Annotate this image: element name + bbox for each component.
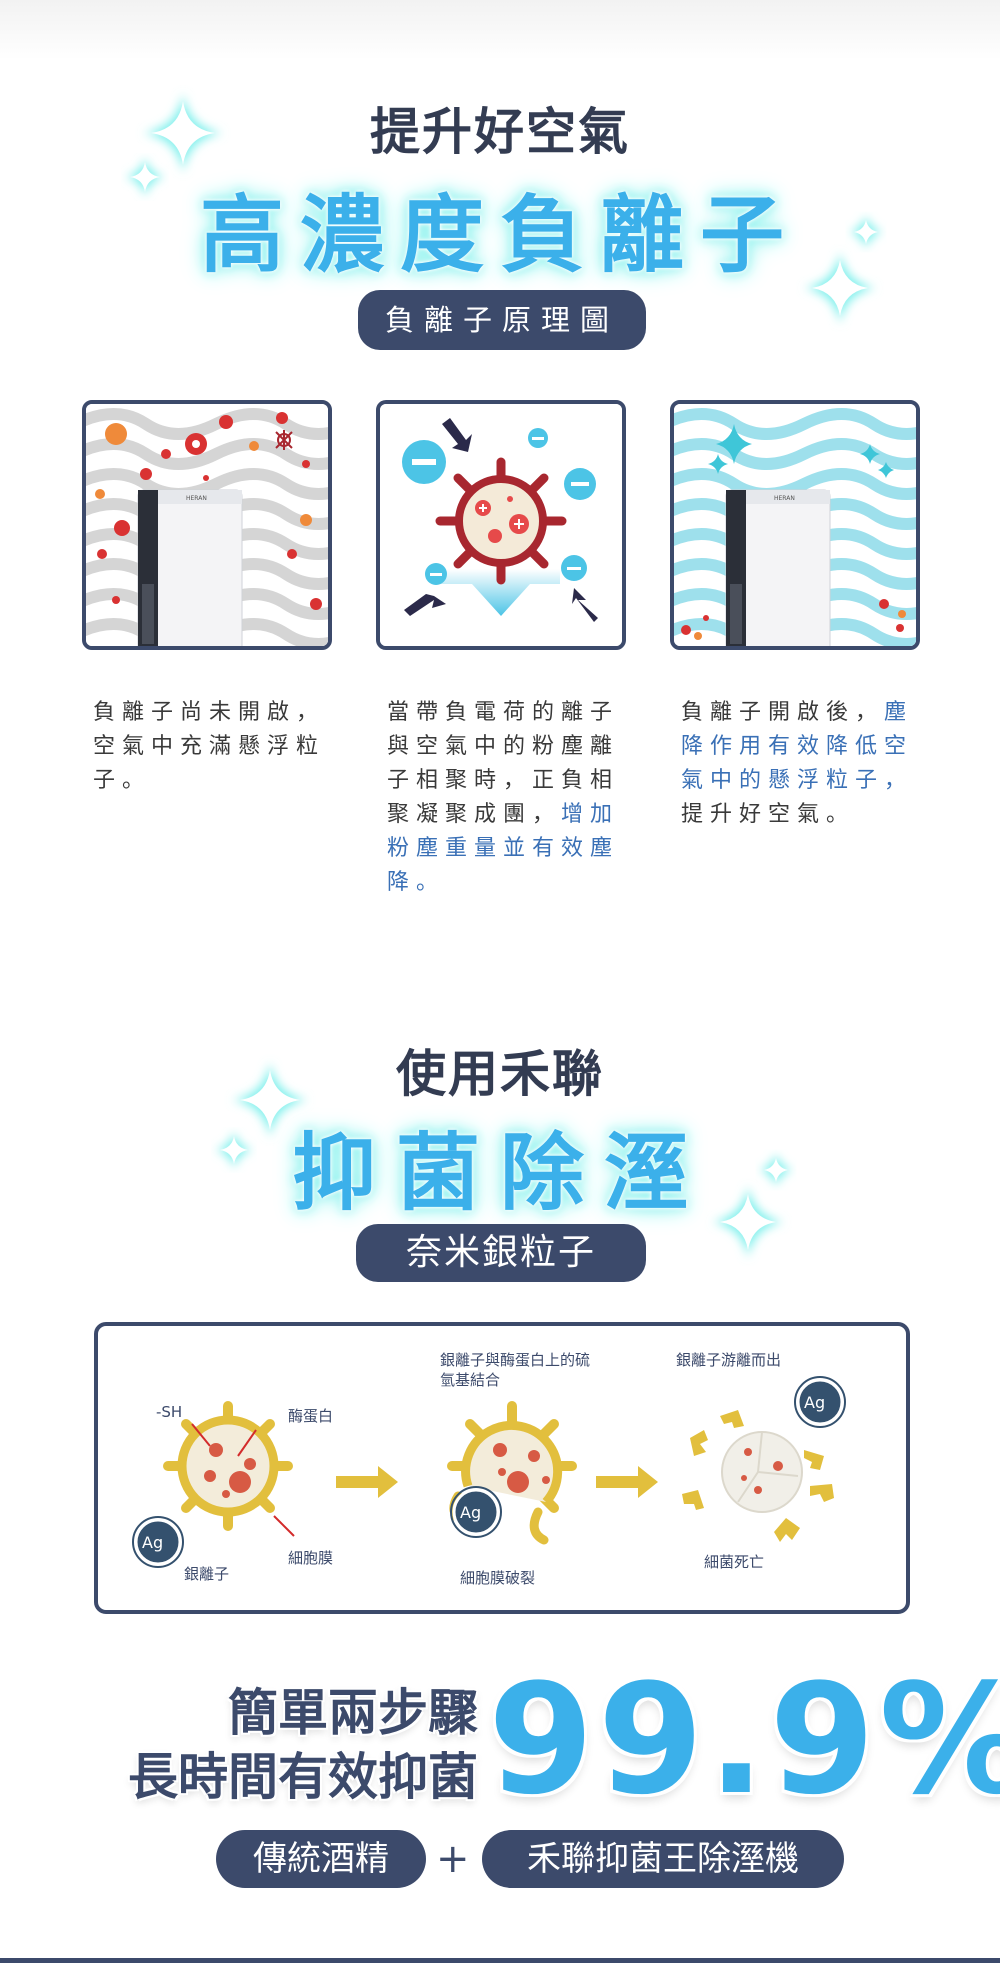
bottom-border [0,1958,1000,1963]
desc-before-text: 負離子尚未開啟，空氣中充滿懸浮粒子。 [93,700,326,793]
section2-headline: 抑菌除溼 [291,1124,708,1222]
sparkle-icon [138,88,228,178]
panel-after: HERAN [670,400,920,650]
antibacterial-diagram: -SH 酶蛋白 細胞膜 銀離子 Ag Ag Ag 銀離子與酶蛋白上的硫氫基結合 … [94,1322,910,1614]
desc-process: 當帶負電荷的離子與空氣中的粉塵離子相聚時，正負相聚凝聚成團，增加粉塵重量並有效塵… [387,696,627,900]
panel-process [376,400,626,650]
silver-ion-label: 銀離子 [184,1565,230,1583]
section1-headline: 高濃度負離子 [199,186,800,284]
plus-icon: + [436,1836,470,1882]
top-fade [0,0,1000,60]
membrane-label: 細胞膜 [288,1549,334,1567]
sparkle-icon [846,212,886,252]
step2-top-label: 銀離子與酶蛋白上的硫氫基結合 [440,1351,591,1389]
section2-kicker: 使用禾聯 [396,1045,604,1103]
desc-after-highlight: 塵降作用有效降低空氣中的懸浮粒子， [681,700,914,793]
ag-label: Ag [460,1503,482,1522]
panel-before: HERAN [82,400,332,650]
two-steps-line: 簡單兩步驟 [228,1684,478,1742]
sparkle-icon [212,1128,256,1172]
nano-silver-pill: 奈米銀粒子 [356,1224,646,1282]
desc-after-text-end: 提升好空氣。 [681,802,856,827]
step3-bottom-label: 細菌死亡 [704,1553,765,1571]
enzyme-label: 酶蛋白 [288,1407,334,1425]
ag-label: Ag [142,1533,164,1552]
desc-after-text: 負離子開啟後， [681,700,885,725]
sparkle-icon [228,1058,312,1142]
bacteria-process-illustration [132,1376,846,1568]
desc-process-text: 當帶負電荷的離子與空氣中的粉塵離子相聚時，正負相聚凝聚成團， [387,700,620,827]
desc-process-highlight: 增加粉塵重量並有效塵降。 [387,802,620,895]
dehumidifier-pill: 禾聯抑菌王除溼機 [482,1830,844,1888]
sparkle-icon [756,1150,796,1190]
ag-label: Ag [804,1393,826,1412]
clean-air-illustration: HERAN [674,404,916,646]
brand-label: HERAN [774,495,795,502]
desc-after: 負離子開啟後，塵降作用有效降低空氣中的懸浮粒子， 提升好空氣。 [681,696,921,832]
sparkle-icon [800,248,880,328]
sparkle-icon [122,154,168,200]
step3-top-label: 銀離子游離而出 [676,1351,782,1369]
ion-attach-illustration [380,404,622,646]
alcohol-pill: 傳統酒精 [216,1830,426,1888]
desc-before: 負離子尚未開啟，空氣中充滿懸浮粒子。 [93,696,333,798]
brand-label: HERAN [186,495,207,502]
section1-kicker: 提升好空氣 [370,103,630,161]
dirty-air-illustration: HERAN [86,404,328,646]
long-lasting-line: 長時間有效抑菌 [128,1748,478,1806]
sparkle-icon [708,1182,788,1262]
sh-label: -SH [156,1403,183,1421]
principle-pill: 負離子原理圖 [358,290,646,350]
percent-figure: 99.9% [488,1651,1000,1828]
step2-bottom-label: 細胞膜破裂 [460,1569,536,1587]
